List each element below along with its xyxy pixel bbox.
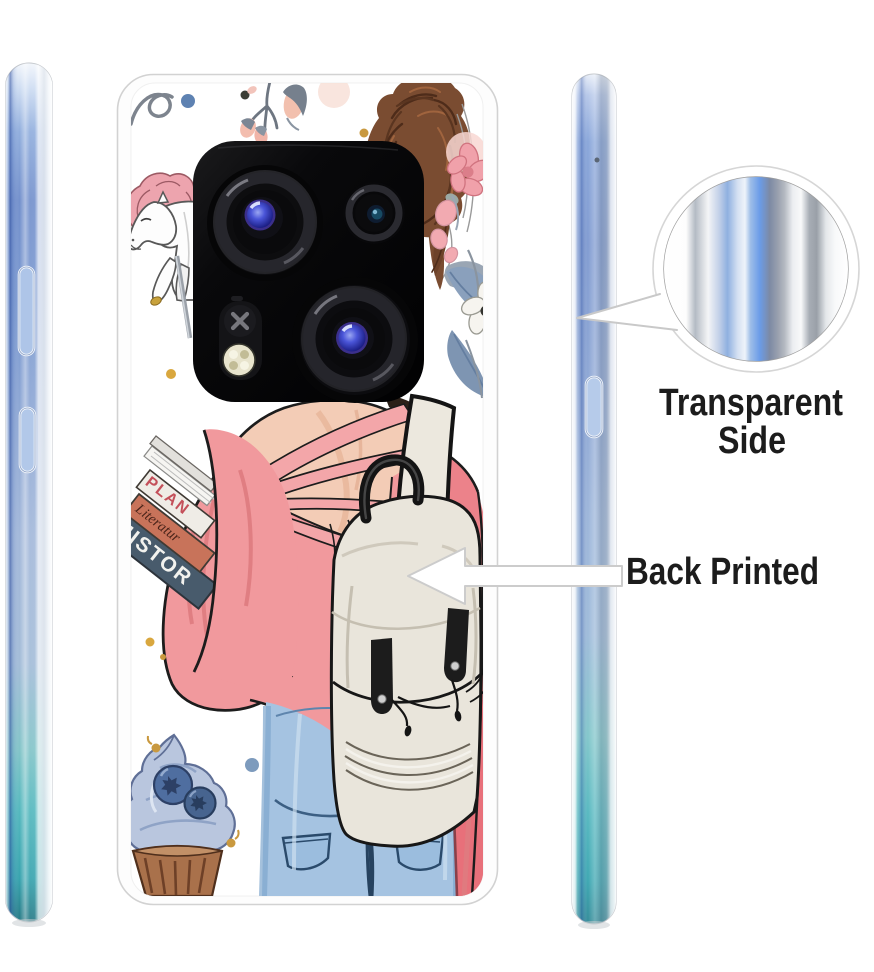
svg-text:Back Printed: Back Printed <box>626 551 819 593</box>
svg-text:Side: Side <box>718 420 786 462</box>
svg-text:Transparent: Transparent <box>659 382 843 424</box>
